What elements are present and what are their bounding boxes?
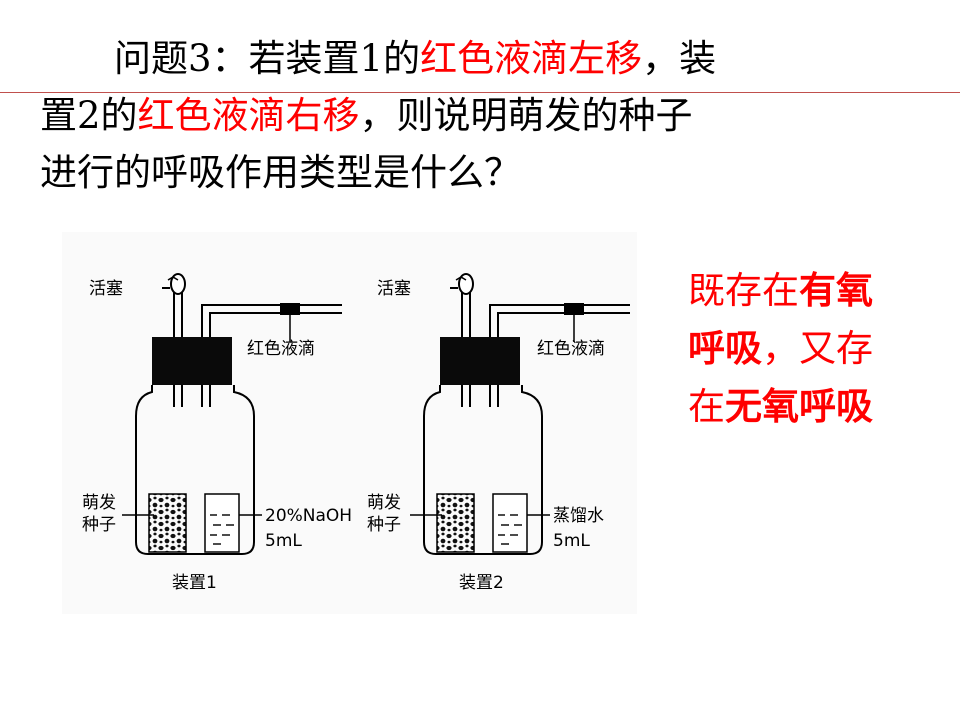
solution-cup-2 (492, 493, 528, 553)
stopcock-1 (162, 273, 186, 295)
solution-label-2: 蒸馏水 (553, 506, 604, 526)
droplet-label-1: 红色液滴 (247, 339, 315, 359)
answer-line-2: 呼吸，又存 (688, 320, 938, 378)
top-rule (0, 92, 960, 93)
answer-line-1: 既存在有氧 (688, 262, 938, 320)
seeds-label-2b: 种子 (367, 515, 401, 535)
solution-label-1: 20%NaOH (265, 506, 352, 526)
seeds-1 (148, 493, 187, 553)
apparatus-1: 活塞 红色液滴 萌发 种子 20%NaOH (82, 273, 352, 593)
volume-label-2: 5mL (553, 531, 590, 551)
answer-aerobic-2: 呼吸 (688, 327, 762, 370)
answer-p2: ，又存 (762, 327, 873, 370)
caption-2: 装置2 (459, 573, 504, 593)
droplet-2 (564, 303, 584, 315)
stopcock-label-2: 活塞 (377, 279, 411, 299)
apparatus-diagram: 活塞 红色液滴 萌发 种子 20%NaOH (82, 273, 630, 593)
question-line1-tail: ，装 (642, 37, 717, 80)
flask-1 (135, 385, 255, 555)
question-line1-red: 红色液滴左移 (420, 37, 643, 80)
question-line-2: 置2的红色液滴右移，则说明萌发的种子 (40, 87, 900, 144)
seeds-2 (436, 493, 475, 553)
volume-label-1: 5mL (265, 531, 302, 551)
question-text: 问题3：若装置1的红色液滴左移，装 置2的红色液滴右移，则说明萌发的种子 进行的… (40, 30, 900, 201)
apparatus-2: 活塞 红色液滴 萌发 种子 蒸馏水 5mL 装置2 (367, 273, 630, 593)
question-line2-tail: ，则说明萌发的种子 (359, 94, 693, 137)
stopper-2 (440, 337, 520, 385)
question-line2-red: 红色液滴右移 (137, 94, 360, 137)
question-line-1: 问题3：若装置1的红色液滴左移，装 (40, 30, 900, 87)
question-line1-lead: 问题3：若装置1的 (114, 37, 421, 80)
answer-p1: 既存在 (688, 269, 799, 312)
answer-text: 既存在有氧 呼吸，又存 在无氧呼吸 (688, 262, 938, 436)
answer-anaerobic: 无氧呼吸 (725, 385, 873, 428)
seeds-label-1a: 萌发 (82, 493, 116, 513)
stopcock-2 (450, 273, 474, 295)
droplet-1 (280, 303, 300, 315)
solution-cup-1 (204, 493, 240, 553)
answer-line-3: 在无氧呼吸 (688, 378, 938, 436)
caption-1: 装置1 (172, 573, 217, 593)
stopper-1 (152, 337, 232, 385)
question-line2-lead: 置2的 (40, 94, 138, 137)
answer-aerobic-1: 有氧 (799, 269, 873, 312)
stopcock-label-1: 活塞 (89, 279, 123, 299)
seeds-label-2a: 萌发 (367, 493, 401, 513)
question-line-3: 进行的呼吸作用类型是什么？ (40, 151, 521, 194)
flask-2 (423, 385, 543, 555)
apparatus-figure: 活塞 红色液滴 萌发 种子 20%NaOH (62, 232, 637, 614)
seeds-label-1b: 种子 (82, 515, 116, 535)
answer-p3: 在 (688, 385, 725, 428)
droplet-label-2: 红色液滴 (537, 339, 605, 359)
